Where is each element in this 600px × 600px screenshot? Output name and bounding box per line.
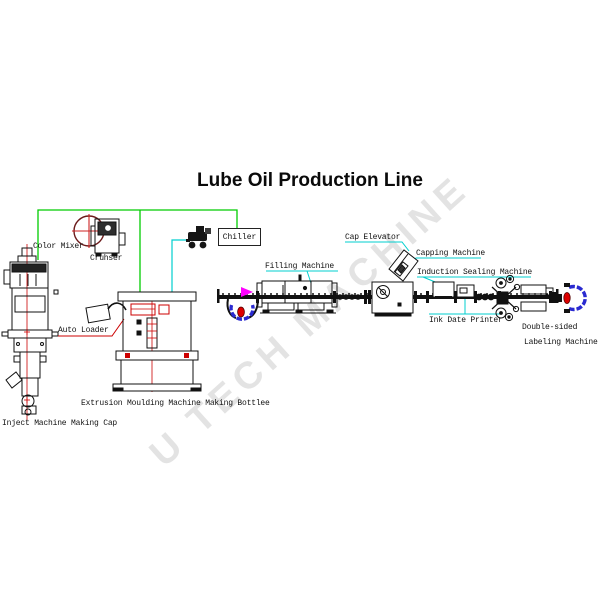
end-star-wheel — [552, 283, 587, 313]
chiller-label: Chiller — [222, 232, 257, 242]
cyan-air-line — [171, 239, 186, 295]
label-crusher: Cruhser — [90, 254, 123, 263]
auto-loader-icon — [58, 302, 127, 337]
label-cap-elevator: Cap Elevator — [345, 233, 401, 242]
label-induction-sealing: Induction Sealing Machine — [417, 268, 533, 277]
chiller-box: Chiller — [218, 228, 261, 246]
label-color-mixer: Color Mixer — [33, 242, 84, 251]
induction-sealing-drawing — [432, 281, 455, 298]
ink-date-printer-drawing — [456, 284, 475, 298]
label-auto-loader: Auto Loader — [58, 326, 109, 335]
label-capping-machine: Capping Machine — [416, 249, 486, 258]
label-extrusion-machine: Extrusion Moulding Machine Making Bottle… — [81, 399, 270, 408]
green-supply-line — [37, 209, 238, 295]
inject-machine-drawing — [1, 244, 59, 420]
flow-arrow — [241, 287, 253, 297]
compressor-icon — [186, 226, 211, 249]
labeling-machine-drawing — [491, 274, 554, 322]
label-ink-date-printer: Ink Date Printer — [429, 316, 503, 325]
label-filling-machine: Filling Machine — [265, 262, 335, 271]
filling-machine-drawing — [256, 274, 338, 314]
start-star-wheel — [226, 287, 259, 321]
page-title: Lube Oil Production Line — [197, 170, 423, 191]
label-labeling-line2: Labeling Machine — [524, 338, 598, 347]
label-inject-machine: Inject Machine Making Cap — [2, 419, 118, 428]
crusher-icon — [90, 218, 126, 257]
cap-elevator-drawing — [388, 249, 419, 282]
label-labeling-line1: Double-sided — [522, 323, 578, 332]
capping-machine-drawing — [371, 249, 419, 317]
extrusion-machine-drawing — [112, 291, 202, 392]
